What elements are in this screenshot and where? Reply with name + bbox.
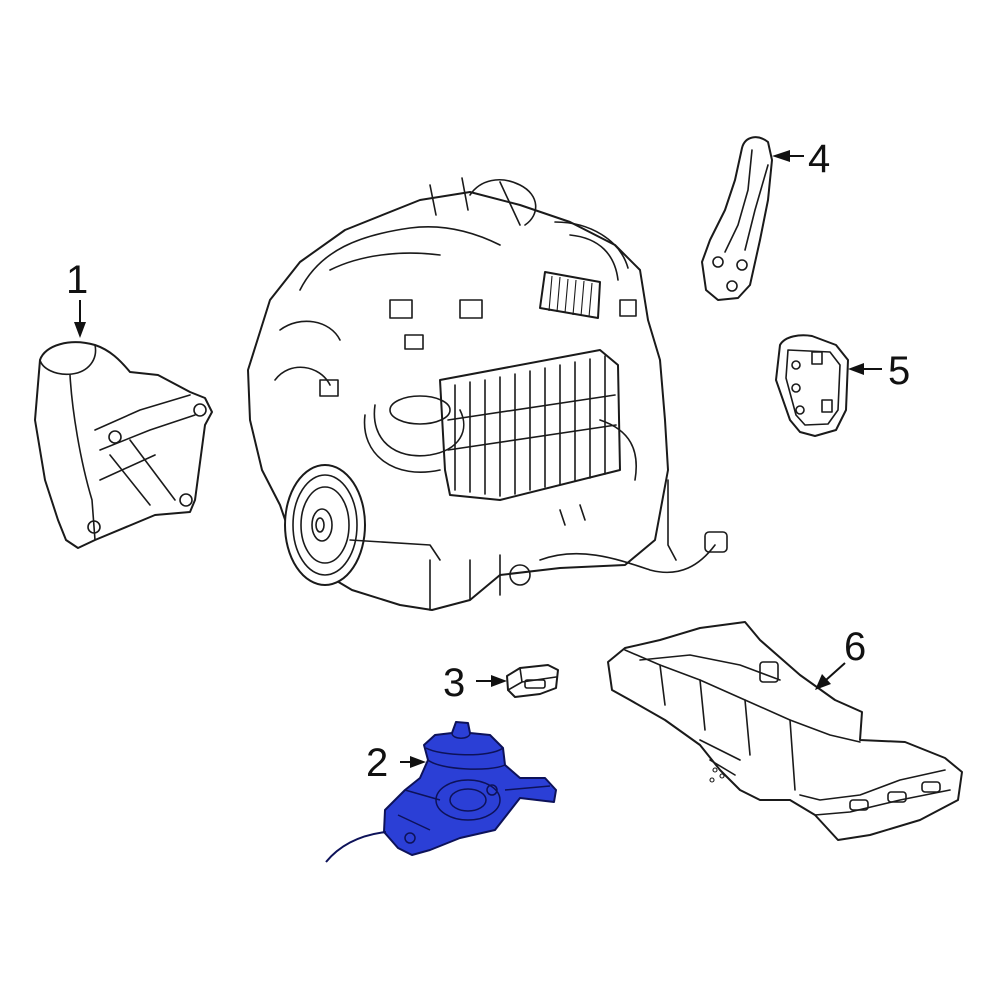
part-5-plate (775, 334, 849, 437)
arrowhead-3 (491, 675, 507, 687)
part-4-bracket (701, 136, 773, 301)
callout-labels: 1 2 3 4 5 6 (66, 137, 910, 785)
part-2-engine-mount (325, 721, 557, 863)
part-3-clip (506, 664, 559, 698)
arrowhead-6 (815, 674, 831, 690)
callout-1: 1 (66, 258, 88, 302)
arrowhead-4 (772, 150, 790, 162)
arrow-6 (825, 662, 846, 681)
callout-2: 2 (366, 741, 388, 785)
callout-arrows (74, 150, 882, 768)
part-6-heat-shield (607, 621, 963, 841)
arrowhead-1 (74, 322, 86, 338)
callout-4: 4 (808, 137, 830, 181)
arrowhead-2 (410, 756, 426, 768)
callout-6: 6 (844, 625, 866, 669)
arrowhead-5 (848, 363, 864, 375)
callout-3: 3 (443, 661, 465, 705)
engine-assembly (247, 177, 728, 611)
callout-5: 5 (888, 349, 910, 393)
part-1-bracket (34, 341, 213, 549)
crank-pulley (284, 464, 366, 586)
